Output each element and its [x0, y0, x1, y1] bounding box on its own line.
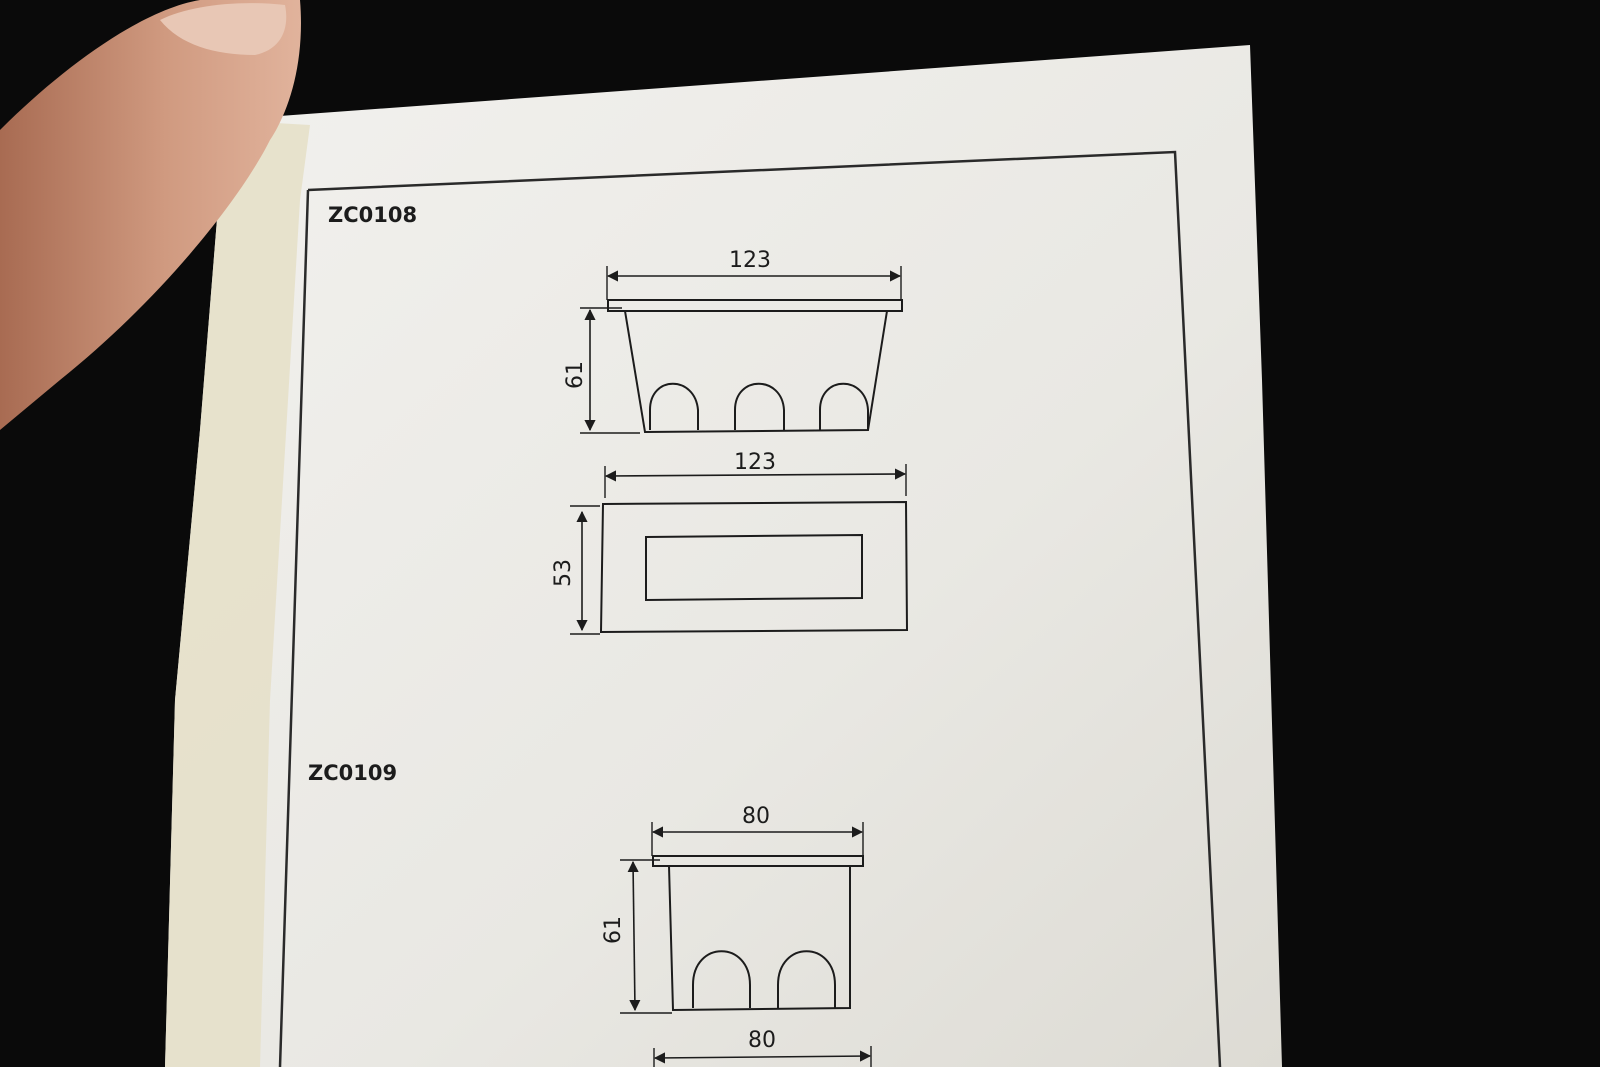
zc0109-side-height-label: 61: [601, 916, 626, 944]
zc0108-side-width-label: 123: [729, 248, 771, 273]
paper-fold-strip: [165, 120, 310, 1067]
zc0108-top-height-label: 53: [551, 559, 576, 587]
print-frame: [278, 150, 1222, 1067]
model-label-zc0109: ZC0109: [308, 761, 397, 785]
zc0108-side-view: 123 61: [563, 248, 903, 434]
paper-sheet: [165, 45, 1282, 1067]
zc0109-bottom-width-label: 80: [748, 1028, 776, 1053]
zc0108-top-view: 123 53: [551, 450, 909, 635]
zc0109-side-width-label: 80: [742, 804, 770, 829]
model-label-zc0108: ZC0108: [328, 203, 417, 227]
zc0109-side-view: 80 61: [601, 804, 864, 1014]
zc0108-side-height-label: 61: [563, 361, 588, 389]
thumbnail-nail: [160, 3, 287, 55]
zc0109-bottom-view: 80: [653, 1028, 872, 1067]
thumb: [0, 0, 301, 430]
zc0108-top-width-label: 123: [734, 450, 776, 475]
